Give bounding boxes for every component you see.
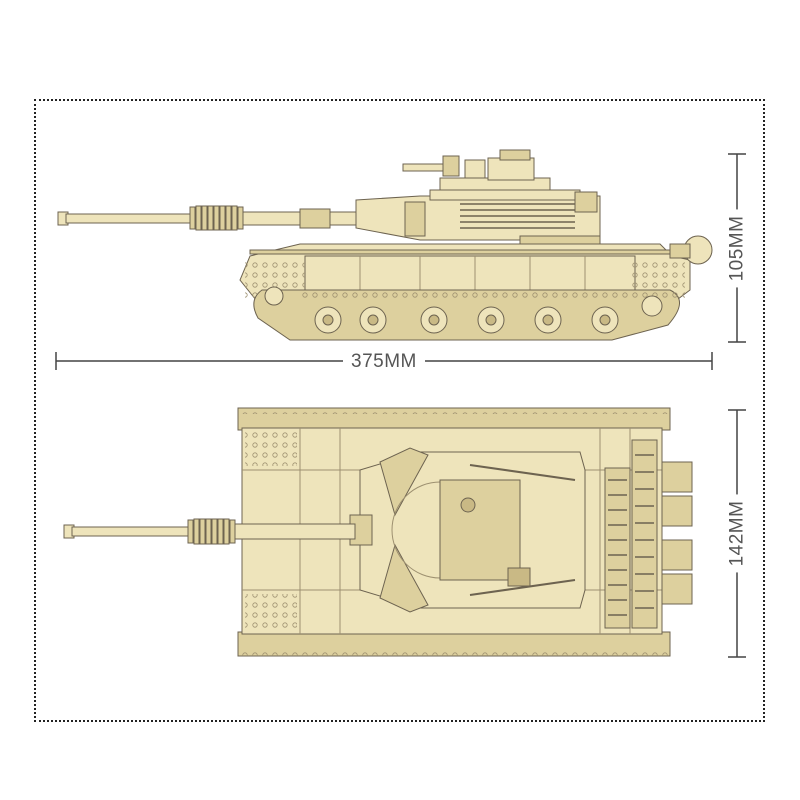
side-gun-barrel xyxy=(57,205,359,231)
tank-side-view xyxy=(57,149,713,341)
width-dimension-label: 142MM xyxy=(726,494,747,572)
side-track xyxy=(253,286,680,341)
height-dimension-label: 105MM xyxy=(726,209,747,287)
length-dimension-label: 375MM xyxy=(343,351,425,371)
top-gun-barrel xyxy=(63,518,356,545)
side-turret xyxy=(355,149,601,247)
dotted-frame xyxy=(34,99,765,722)
tank-top-view xyxy=(63,407,693,657)
top-turret xyxy=(349,447,586,613)
top-rear-boxes xyxy=(661,461,693,605)
